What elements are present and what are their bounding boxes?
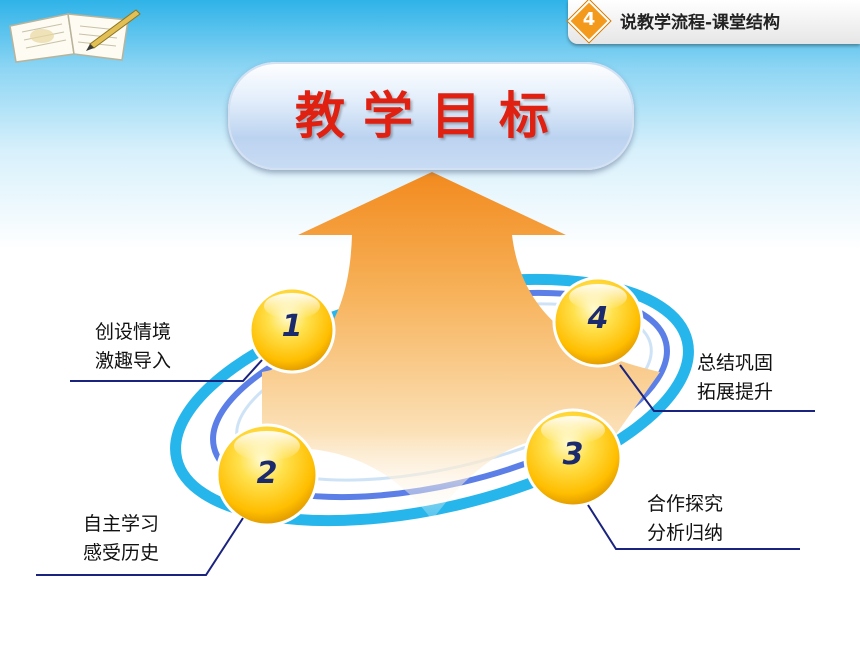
step-label-2-line-1: 自主学习 xyxy=(83,513,160,535)
step-label-4: 总结巩固 拓展提升 xyxy=(697,349,773,407)
leader-line-4 xyxy=(619,364,815,412)
leader-line-2 xyxy=(36,517,244,576)
goal-box: 教学目标 xyxy=(228,62,634,170)
step-number-2: 2 xyxy=(256,456,278,491)
step-label-2: 自主学习 感受历史 xyxy=(83,510,159,568)
notebook-pen-icon xyxy=(9,9,141,63)
step-ball-1 xyxy=(248,286,336,374)
goal-title: 教学目标 xyxy=(295,87,567,145)
step-label-1-line-1: 创设情境 xyxy=(95,321,172,343)
step-label-3: 合作探究 分析归纳 xyxy=(647,490,723,548)
step-ball-2 xyxy=(215,423,319,527)
section-header-badge: 4 说教学流程-课堂结构 xyxy=(567,0,860,44)
step-label-3-line-2: 分析归纳 xyxy=(647,522,724,544)
leader-line-1 xyxy=(70,359,263,382)
step-number-1: 1 xyxy=(281,309,303,344)
step-label-1: 创设情境 激趣导入 xyxy=(95,318,171,376)
step-number-4: 4 xyxy=(587,301,609,336)
step-label-1-line-2: 激趣导入 xyxy=(95,350,172,372)
step-label-4-line-2: 拓展提升 xyxy=(697,381,774,403)
step-label-4-line-1: 总结巩固 xyxy=(697,352,774,374)
section-title: 说教学流程-课堂结构 xyxy=(620,13,781,33)
section-number: 4 xyxy=(582,9,596,30)
step-ball-4 xyxy=(552,276,644,368)
step-label-3-line-1: 合作探究 xyxy=(647,493,724,515)
leader-line-3 xyxy=(587,504,800,550)
step-label-2-line-2: 感受历史 xyxy=(83,542,160,564)
step-ball-3 xyxy=(523,408,623,508)
step-number-3: 3 xyxy=(562,437,584,472)
